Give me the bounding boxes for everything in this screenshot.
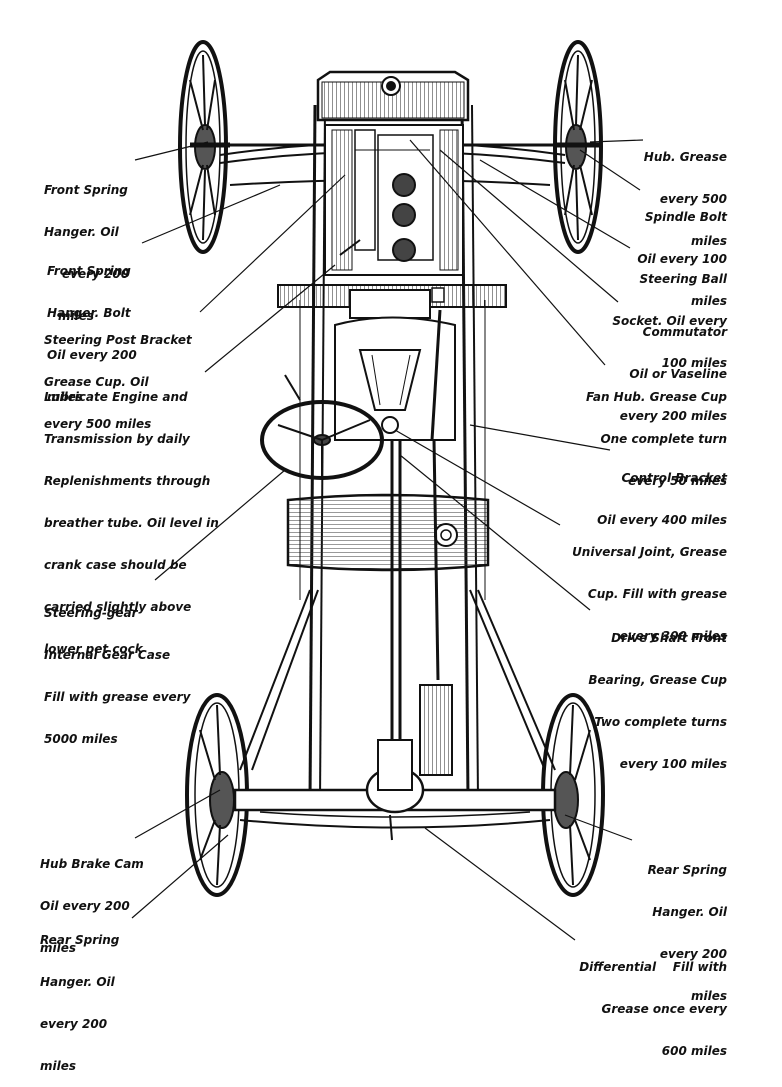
label-line: Rear Spring xyxy=(647,863,727,877)
label-line: Hub. Grease xyxy=(643,150,727,164)
label-line: Hanger. Oil xyxy=(652,905,727,919)
label-line: Hanger. Oil xyxy=(40,975,115,989)
label-line: breather tube. Oil level in xyxy=(44,516,219,530)
label-line: every 500 xyxy=(659,192,727,206)
label-universal-joint: Universal Joint, Grease Cup. Fill with g… xyxy=(572,517,727,657)
label-line: Lubricate Engine and xyxy=(44,390,188,404)
label-line: every 200 xyxy=(62,267,130,281)
label-line: Commutator xyxy=(642,325,727,339)
label-line: lower pet cock xyxy=(44,642,143,656)
label-commutator: Commutator Oil or Vaseline every 200 mil… xyxy=(620,297,727,437)
label-line: miles xyxy=(40,1059,77,1073)
label-line: every 300 miles xyxy=(619,629,727,643)
label-line: Control Bracket xyxy=(621,471,728,485)
label-line: Front Spring xyxy=(44,183,128,197)
label-line: Oil or Vaseline xyxy=(629,367,727,381)
label-line: Hub Brake Cam xyxy=(40,857,144,871)
label-line: Socket. Oil every xyxy=(612,314,727,328)
label-line: Oil every 100 xyxy=(637,252,727,266)
label-line: Front Spring xyxy=(47,264,131,278)
rear-left-wheel xyxy=(185,693,249,897)
drive-shaft xyxy=(390,439,453,776)
label-line: Hanger. Oil xyxy=(44,225,119,239)
label-line: every 50 miles xyxy=(628,474,727,488)
label-line: 600 miles xyxy=(661,1044,727,1058)
transmission xyxy=(334,309,456,441)
label-line: Steering Ball xyxy=(639,272,727,286)
label-drive-shaft-bearing: Drive Shaft Front Bearing, Grease Cup Tw… xyxy=(588,603,727,785)
label-line: every 200 miles xyxy=(619,409,727,423)
label-line: miles xyxy=(40,941,77,955)
label-rear-spring-hanger-left: Rear Spring Hanger. Oil every 200 miles xyxy=(40,905,119,1087)
label-line: crank case should be xyxy=(44,558,187,572)
label-front-spring-hanger-oil: Front Spring Hanger. Oil every 200 miles xyxy=(44,155,129,337)
label-line: carried slightly above xyxy=(44,600,192,614)
label-control-bracket: Control Bracket Oil every 400 miles xyxy=(597,443,727,541)
label-line: Oil every 400 miles xyxy=(597,513,727,527)
fuel-tank xyxy=(286,493,490,572)
label-hub-brake-cam: Hub Brake Cam Oil every 200 miles xyxy=(40,829,144,969)
label-line: Oil every 200 xyxy=(40,899,130,913)
label-line: Fill with grease every xyxy=(44,690,191,704)
label-line: One complete turn xyxy=(600,432,727,446)
label-line: every 100 miles xyxy=(619,757,727,771)
label-steering-ball-socket: Steering Ball Socket. Oil every 100 mile… xyxy=(612,244,727,384)
label-line: Steering-gear xyxy=(44,606,138,620)
label-line: Rear Spring xyxy=(40,933,120,947)
label-line: miles xyxy=(47,390,84,404)
label-line: Grease once every xyxy=(601,1002,727,1016)
label-line: every 200 xyxy=(40,1017,108,1031)
label-steering-post-bracket: Steering Post Bracket Grease Cup. Oil ev… xyxy=(44,305,192,445)
label-line: Steering Post Bracket xyxy=(44,333,192,347)
label-line: Two complete turns xyxy=(594,715,727,729)
label-line: 100 miles xyxy=(661,356,727,370)
steering-wheel xyxy=(260,374,384,480)
label-line: Spindle Bolt xyxy=(644,210,727,224)
label-hub-grease: Hub. Grease every 500 miles xyxy=(644,122,727,262)
label-line: Bearing, Grease Cup xyxy=(588,673,727,687)
chassis-lubrication-diagram xyxy=(131,40,644,941)
label-line: Oil every 200 xyxy=(47,348,137,362)
label-line: Cup. Fill with grease xyxy=(587,587,727,601)
crossmember xyxy=(277,284,507,331)
radius-rods xyxy=(239,300,556,771)
label-line: every 200 xyxy=(659,947,727,961)
label-line: 5000 miles xyxy=(44,732,118,746)
label-line: Internal Gear Case xyxy=(44,648,171,662)
label-line: Differential Fill with xyxy=(579,960,727,974)
label-line: Drive Shaft Front xyxy=(611,631,727,645)
label-line: every 500 miles xyxy=(44,417,152,431)
label-line: Transmission by daily xyxy=(44,432,190,446)
label-differential: Differential Fill with Grease once every… xyxy=(579,932,727,1072)
label-spindle-bolt: Spindle Bolt Oil every 100 miles xyxy=(637,182,727,322)
engine xyxy=(324,124,464,276)
label-fan-hub: Fan Hub. Grease Cup One complete turn ev… xyxy=(586,362,727,502)
label-line: Universal Joint, Grease xyxy=(572,545,727,559)
label-steering-gear-case: Steering-gear Internal Gear Case Fill wi… xyxy=(44,578,190,760)
label-line: miles xyxy=(690,234,727,248)
label-line: miles xyxy=(58,309,95,323)
leader-lines xyxy=(131,139,644,941)
rear-axle xyxy=(233,739,557,841)
label-line: Replenishments through xyxy=(44,474,211,488)
label-lubricate-engine: Lubricate Engine and Transmission by dai… xyxy=(44,362,219,670)
label-line: Grease Cup. Oil xyxy=(44,375,149,389)
label-front-spring-hanger-bolt: Front Spring Hanger. Bolt Oil every 200 … xyxy=(47,236,137,418)
label-line: Fan Hub. Grease Cup xyxy=(586,390,727,404)
radiator xyxy=(316,70,470,122)
label-rear-spring-hanger-right: Rear Spring Hanger. Oil every 200 miles xyxy=(648,835,727,1017)
label-line: miles xyxy=(690,989,727,1003)
label-line: miles xyxy=(690,294,727,308)
label-line: Hanger. Bolt xyxy=(47,306,131,320)
